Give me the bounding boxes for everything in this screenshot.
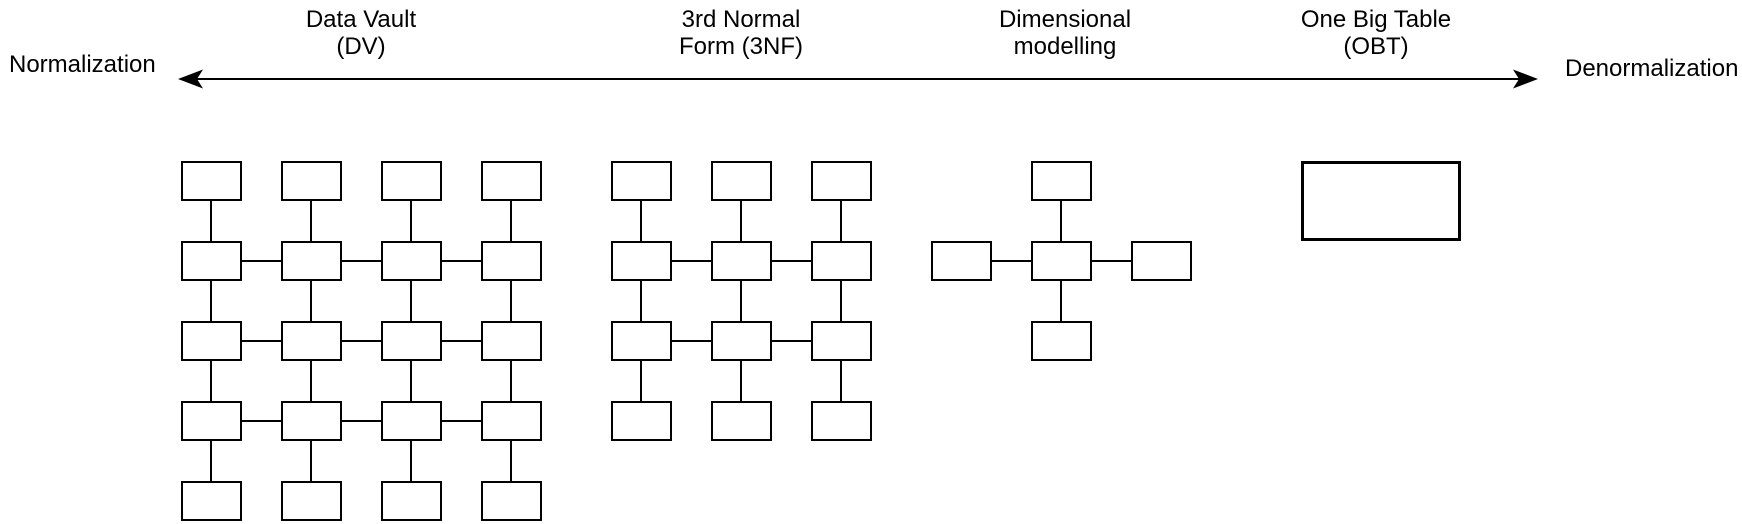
data-vault-schema-table-box: [381, 161, 442, 201]
dimensional-model-schema-connector: [992, 260, 1031, 262]
data-vault-schema-table-box: [481, 161, 542, 201]
third-normal-form-schema-table-box: [611, 241, 672, 281]
data-vault-schema-table-box: [381, 241, 442, 281]
data-vault-schema-table-box: [181, 481, 242, 521]
data-vault-schema-connector: [210, 281, 212, 321]
data-vault-schema-connector: [410, 201, 412, 241]
third-normal-form-schema-table-box: [811, 401, 872, 441]
data-vault-schema-connector: [242, 340, 281, 342]
data-vault-schema-connector: [510, 361, 512, 401]
data-vault-schema-table-box: [181, 161, 242, 201]
data-vault-schema-connector: [310, 361, 312, 401]
third-normal-form-schema-connector: [640, 361, 642, 401]
data-vault-schema-table-box: [481, 481, 542, 521]
data-vault-schema-table-box: [281, 161, 342, 201]
data-vault-schema-connector: [342, 260, 381, 262]
dimensional-model-schema-table-box: [1031, 161, 1092, 201]
data-vault-schema-connector: [442, 420, 481, 422]
data-vault-schema-table-box: [481, 241, 542, 281]
data-vault-schema-connector: [210, 361, 212, 401]
data-vault-schema-table-box: [481, 321, 542, 361]
one-big-table-schema-table-box: [1301, 161, 1461, 241]
data-vault-schema-connector: [442, 260, 481, 262]
category-label-line2: modelling: [1013, 33, 1117, 60]
data-vault-schema-connector: [310, 281, 312, 321]
third-normal-form-schema-connector: [772, 260, 811, 262]
category-label-third-nf: 3rd Normal Form (3NF): [591, 6, 891, 60]
third-normal-form-schema-table-box: [611, 161, 672, 201]
data-vault-schema-connector: [510, 201, 512, 241]
third-normal-form-schema-table-box: [711, 161, 772, 201]
right-arrowhead-icon: [1513, 69, 1538, 89]
third-normal-form-schema-table-box: [611, 401, 672, 441]
category-label-line2: Form (3NF): [679, 33, 803, 60]
data-vault-schema-table-box: [281, 241, 342, 281]
third-normal-form-schema-connector: [740, 281, 742, 321]
third-normal-form-schema-connector: [640, 201, 642, 241]
data-vault-schema-connector: [210, 441, 212, 481]
data-vault-schema-table-box: [181, 321, 242, 361]
left-arrowhead-icon: [178, 69, 203, 89]
third-normal-form-schema-connector: [672, 340, 711, 342]
data-vault-schema-table-box: [281, 481, 342, 521]
axis-left-label: Normalization: [9, 51, 156, 78]
category-label-line1: One Big Table: [1300, 6, 1452, 33]
data-vault-schema-connector: [342, 420, 381, 422]
category-label-line1: 3rd Normal: [681, 6, 801, 33]
third-normal-form-schema-table-box: [811, 161, 872, 201]
category-label-line2: (OBT): [1343, 33, 1409, 60]
data-vault-schema-connector: [510, 441, 512, 481]
category-label-line1: Data Vault: [305, 6, 417, 33]
third-normal-form-schema-table-box: [711, 321, 772, 361]
data-vault-schema-connector: [310, 201, 312, 241]
category-label-line1: Dimensional: [998, 6, 1132, 33]
third-normal-form-schema-table-box: [811, 241, 872, 281]
dimensional-model-schema-connector: [1092, 260, 1131, 262]
third-normal-form-schema-connector: [840, 361, 842, 401]
dimensional-model-schema-table-box: [1131, 241, 1192, 281]
dimensional-model-schema-table-box: [1031, 241, 1092, 281]
data-vault-schema-connector: [342, 340, 381, 342]
data-vault-schema-table-box: [181, 241, 242, 281]
third-normal-form-schema-connector: [672, 260, 711, 262]
category-label-obt: One Big Table (OBT): [1226, 6, 1526, 60]
third-normal-form-schema-table-box: [711, 241, 772, 281]
third-normal-form-schema-connector: [840, 201, 842, 241]
axis-right-label: Denormalization: [1565, 55, 1739, 82]
category-label-data-vault: Data Vault (DV): [211, 6, 511, 60]
third-normal-form-schema-connector: [772, 340, 811, 342]
data-vault-schema-table-box: [481, 401, 542, 441]
data-vault-schema-table-box: [181, 401, 242, 441]
data-vault-schema-table-box: [281, 321, 342, 361]
data-vault-schema-table-box: [381, 481, 442, 521]
third-normal-form-schema-table-box: [811, 321, 872, 361]
data-vault-schema-connector: [210, 201, 212, 241]
third-normal-form-schema-connector: [740, 361, 742, 401]
third-normal-form-schema-table-box: [711, 401, 772, 441]
third-normal-form-schema-connector: [740, 201, 742, 241]
third-normal-form-schema-connector: [840, 281, 842, 321]
dimensional-model-schema-table-box: [1031, 321, 1092, 361]
data-vault-schema-connector: [442, 340, 481, 342]
data-vault-schema-connector: [410, 441, 412, 481]
data-vault-schema-connector: [242, 260, 281, 262]
dimensional-model-schema-connector: [1060, 201, 1062, 241]
data-vault-schema-connector: [510, 281, 512, 321]
third-normal-form-schema-connector: [640, 281, 642, 321]
third-normal-form-schema-table-box: [611, 321, 672, 361]
data-vault-schema-connector: [242, 420, 281, 422]
dimensional-model-schema-table-box: [931, 241, 992, 281]
data-vault-schema-table-box: [281, 401, 342, 441]
data-vault-schema-connector: [410, 361, 412, 401]
category-label-line2: (DV): [336, 33, 386, 60]
data-vault-schema-table-box: [381, 321, 442, 361]
category-label-dimensional: Dimensional modelling: [915, 6, 1215, 60]
data-vault-schema-table-box: [381, 401, 442, 441]
data-vault-schema-connector: [310, 441, 312, 481]
dimensional-model-schema-connector: [1060, 281, 1062, 321]
data-vault-schema-connector: [410, 281, 412, 321]
